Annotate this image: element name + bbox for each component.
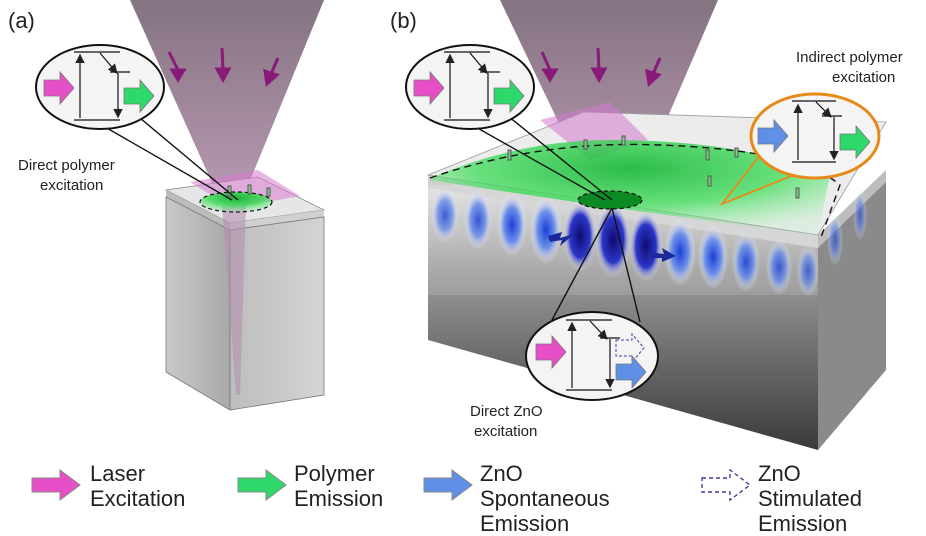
laser-arrow-icon-a [43,70,75,106]
panel-label-b: (b) [390,8,417,33]
mode-arrow-right [648,248,676,262]
laser-beam-a [130,0,324,205]
figure-scene: (a) (b) [8,0,903,450]
annotation-direct-polymer-line2: excitation [40,177,103,194]
annotation-direct-zno-line1: Direct ZnO [470,403,543,420]
substrate-front-a [165,196,231,411]
annotation-direct-polymer-line1: Direct polymer [18,157,115,174]
legend-label-zno-stimulated: ZnO Stimulated Emission [758,461,862,536]
legend-label-zno-spontaneous: ZnO Spontaneous Emission [480,461,610,536]
legend: Laser Excitation Polymer Emission ZnO Sp… [0,455,926,536]
panel-label-a: (a) [8,8,35,33]
legend-label-polymer: Polymer Emission [294,461,384,511]
inset-circle-b-indirect-polymer [749,92,881,180]
inset-circle-a [35,44,165,130]
mode-arrow-left [548,232,574,246]
panel-b: Indirect polymer excitation Direct ZnO e… [405,0,903,450]
green-spot-a [199,191,273,213]
annotation-indirect-polymer-line2: excitation [832,69,895,86]
substrate-side-b [818,180,886,450]
substrate-side-a [229,216,325,411]
annotation-indirect-polymer-line1: Indirect polymer [796,49,903,66]
dashed-arrow-icon [701,469,752,501]
inset-circle-b-direct-polymer [405,44,535,130]
magenta-arrow-icon [31,469,81,501]
legend-label-laser: Laser Excitation [90,461,186,511]
blue-arrow-icon [423,469,473,501]
annotation-direct-zno-line2: excitation [474,423,537,440]
energy-diagram-a [74,51,130,121]
green-emission-region [430,140,830,235]
panel-a: Direct polymer excitation [18,0,326,411]
polymer-arrow-icon-a [123,78,155,114]
green-arrow-icon [237,469,287,501]
